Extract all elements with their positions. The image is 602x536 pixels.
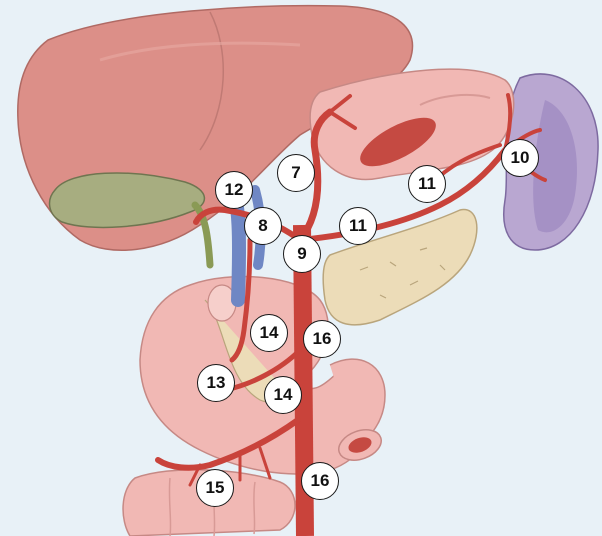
label-9: 9 [283, 235, 321, 273]
label-14-upper: 14 [250, 314, 288, 352]
label-16-upper: 16 [303, 320, 341, 358]
label-11-left: 11 [339, 207, 377, 245]
label-11-right: 11 [408, 165, 446, 203]
label-12: 12 [215, 171, 253, 209]
label-7: 7 [277, 154, 315, 192]
label-15: 15 [196, 469, 234, 507]
label-16-lower: 16 [301, 462, 339, 500]
label-14-lower: 14 [264, 376, 302, 414]
label-8: 8 [244, 207, 282, 245]
label-13: 13 [197, 364, 235, 402]
label-10: 10 [501, 139, 539, 177]
